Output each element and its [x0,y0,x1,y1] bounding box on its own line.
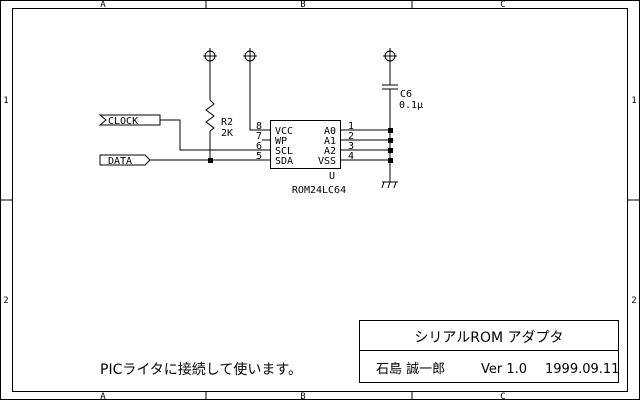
col-label-b-bottom: B [300,392,305,400]
col-label-c-top: C [500,0,505,10]
port-data-label: DATA [108,156,132,167]
ic-pin-name-vcc: VCC [275,126,293,137]
ground-symbol [381,181,398,189]
port-data: DATA [99,154,151,167]
row-label-2-left: 2 [3,296,8,306]
ic-pin-num-7: 7 [256,131,262,142]
vcc-symbol-ic [243,48,257,70]
ic-pin-name-vss: VSS [318,156,336,167]
r2-value: 2K [221,128,233,139]
title-block [359,320,619,383]
ic-part-name: ROM24LC64 [292,185,346,196]
ic-pin-num-5: 5 [256,151,262,162]
ic-pin-num-6: 6 [256,141,262,152]
ic-pin-name-sda: SDA [275,156,293,167]
resistor-r2 [205,70,215,160]
ic-pin-num-1: 1 [348,121,354,132]
c6-value: 0.1µ [399,100,423,111]
vcc-symbol-r2 [203,48,217,70]
ic-pin-name-scl: SCL [275,146,293,157]
title-block-date: 1999.09.11 [545,362,619,377]
row-label-2-right: 2 [631,296,636,306]
ic-rom24lc64-body [270,120,341,169]
port-clock-label: CLOCK [108,116,138,127]
ic-pin-num-2: 2 [348,131,354,142]
col-label-a-top: A [100,0,106,10]
capacitor-c6 [382,70,398,182]
wires [150,70,390,161]
port-clock: CLOCK [98,114,161,127]
ic-unit-ref: U [329,171,335,182]
row-label-1-left: 1 [3,96,8,106]
title-block-author: 石島 誠一郎 [376,362,445,377]
col-label-a-bottom: A [100,392,106,400]
ic-pin-name-a2: A2 [324,146,336,157]
row-label-1-right: 1 [631,96,636,106]
title-block-version: Ver 1.0 [481,362,527,377]
r2-reference: R2 [221,117,233,128]
usage-note: PICライタに接続して使います。 [100,361,302,378]
col-label-b-top: B [300,0,305,10]
ic-pin-num-8: 8 [256,121,262,132]
ic-pin-num-4: 4 [348,151,354,162]
col-label-c-bottom: C [500,392,505,400]
ic-pin-num-3: 3 [348,141,354,152]
zone-labels: A B C A B C 1 2 1 2 [3,0,636,400]
ic-pin-name-wp: WP [275,136,287,147]
ic-pin-name-a0: A0 [324,126,336,137]
ic-pin-name-a1: A1 [324,136,336,147]
junction-dots [208,128,393,163]
vcc-symbol-c6 [383,48,397,70]
c6-reference: C6 [400,89,412,100]
title-block-title: シリアルROM アダプタ [414,330,563,346]
